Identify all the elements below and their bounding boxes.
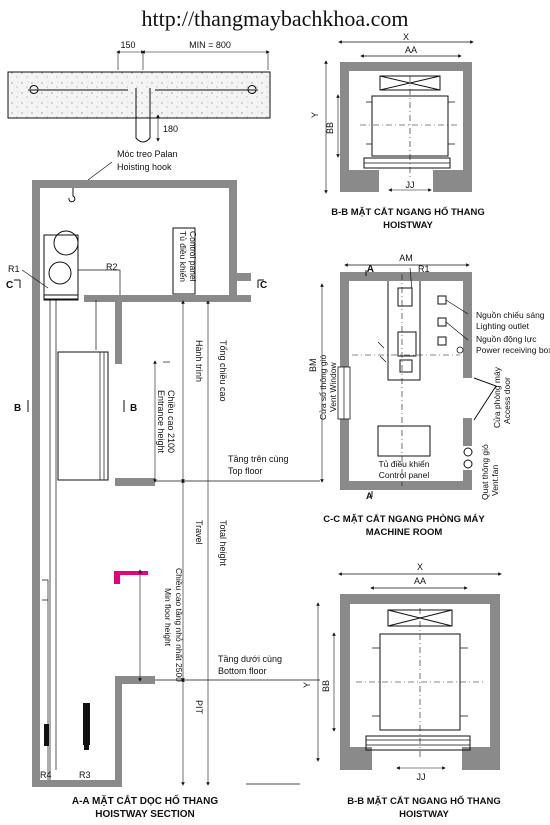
plan-cc	[320, 263, 497, 497]
bb-top-y: Y	[310, 112, 320, 118]
title-bb-bottom-vi: B-B MẶT CẮT NGANG HỐ THANG	[347, 795, 501, 807]
title-aa-en: HOISTWAY SECTION	[95, 809, 194, 820]
title-bb-top-en: HOISTWAY	[383, 220, 433, 231]
section-mark-c-left: C	[6, 280, 13, 291]
cc-lighting-en: Lighting outlet	[476, 321, 530, 331]
hook-label-vi: Móc treo Palan	[117, 149, 178, 159]
dim-180: 180	[163, 124, 178, 134]
title-bb-bottom-en: HOISTWAY	[399, 809, 449, 820]
bottom-floor-en: Bottom floor	[218, 666, 267, 676]
plan-bb-bottom	[316, 572, 502, 770]
bb-bottom-x: X	[417, 562, 423, 572]
cc-fan-en: Vent.fan	[490, 465, 500, 496]
title-bb-top-vi: B-B MẶT CẮT NGANG HỐ THANG	[331, 206, 485, 218]
section-mark-b-left: B	[14, 403, 21, 414]
label-r2: R2	[106, 262, 118, 272]
cc-power-en: Power receiving box	[476, 345, 550, 355]
cc-panel-en: Control panel	[379, 470, 430, 480]
cc-vent-window-en: Vent Window	[328, 362, 338, 412]
label-r4: R4	[40, 770, 52, 780]
total-height-vi: Tổng chiều cao	[218, 340, 228, 402]
dim-150: 150	[120, 40, 135, 50]
cc-access-en: Access door	[502, 377, 512, 424]
cc-bm: BM	[308, 359, 318, 373]
plan-bb-top	[324, 40, 474, 194]
bb-bottom-y: Y	[302, 682, 312, 688]
section-aa	[14, 180, 320, 787]
bb-bottom-jj: JJ	[417, 772, 426, 782]
bb-top-x: X	[403, 32, 409, 42]
top-floor-vi: Tầng trên cùng	[228, 454, 289, 464]
cc-r1: R1	[418, 264, 430, 274]
title-cc-vi: C-C MẶT CẮT NGANG PHÒNG MÁY	[323, 513, 485, 525]
dim-min-800: MIN = 800	[189, 40, 231, 50]
min-floor-marker	[114, 571, 148, 584]
bb-top-jj: JJ	[406, 180, 415, 190]
cc-vent-window-vi: Cửa sổ thông gió	[318, 354, 328, 420]
top-floor-en: Top floor	[228, 466, 263, 476]
total-height-en: Total height	[218, 520, 228, 567]
cc-a-top: A	[367, 264, 374, 275]
pit-label: PIT	[194, 700, 204, 715]
travel-vi: Hành trình	[194, 340, 204, 382]
hook-label-en: Hoisting hook	[117, 162, 172, 172]
cc-am: AM	[399, 253, 413, 263]
section-mark-c-right: C	[260, 280, 267, 291]
bottom-floor-vi: Tầng dưới cùng	[218, 654, 282, 664]
slab-detail: 150 MIN = 800 180	[7, 40, 271, 143]
control-panel-en: Control panel	[188, 231, 198, 282]
control-panel-vi: Tủ điều khiển	[178, 231, 188, 282]
cc-access-vi: Cửa phòng máy	[492, 366, 502, 428]
travel-en: Travel	[194, 520, 204, 545]
cc-power-vi: Nguồn động lực	[476, 334, 537, 344]
cc-lighting-vi: Nguồn chiếu sáng	[476, 310, 545, 320]
label-r3: R3	[79, 770, 91, 780]
entrance-height-vi: Chiều cao 2100	[166, 390, 176, 453]
min-floor-en: Min floor height	[163, 588, 173, 647]
title-cc-en: MACHINE ROOM	[366, 527, 443, 538]
section-mark-b-right: B	[130, 403, 137, 414]
bb-top-bb: BB	[325, 122, 335, 134]
cc-fan-vi: Quạt thông gió	[480, 444, 490, 500]
site-url: http://thangmaybachkhoa.com	[142, 6, 409, 31]
cc-panel-vi: Tủ điều khiển	[378, 459, 429, 469]
min-floor-vi: Chiều cao tầng nhỏ nhất 2500	[174, 568, 184, 682]
bb-top-aa: AA	[405, 45, 417, 55]
label-r1: R1	[8, 264, 20, 274]
entrance-height-en: Entrance height	[156, 390, 166, 454]
title-aa-vi: A-A MẶT CẮT DỌC HỐ THANG	[72, 793, 219, 807]
cc-a-bottom: A	[366, 491, 373, 501]
bb-bottom-bb: BB	[321, 680, 331, 692]
bb-bottom-aa: AA	[414, 576, 426, 586]
